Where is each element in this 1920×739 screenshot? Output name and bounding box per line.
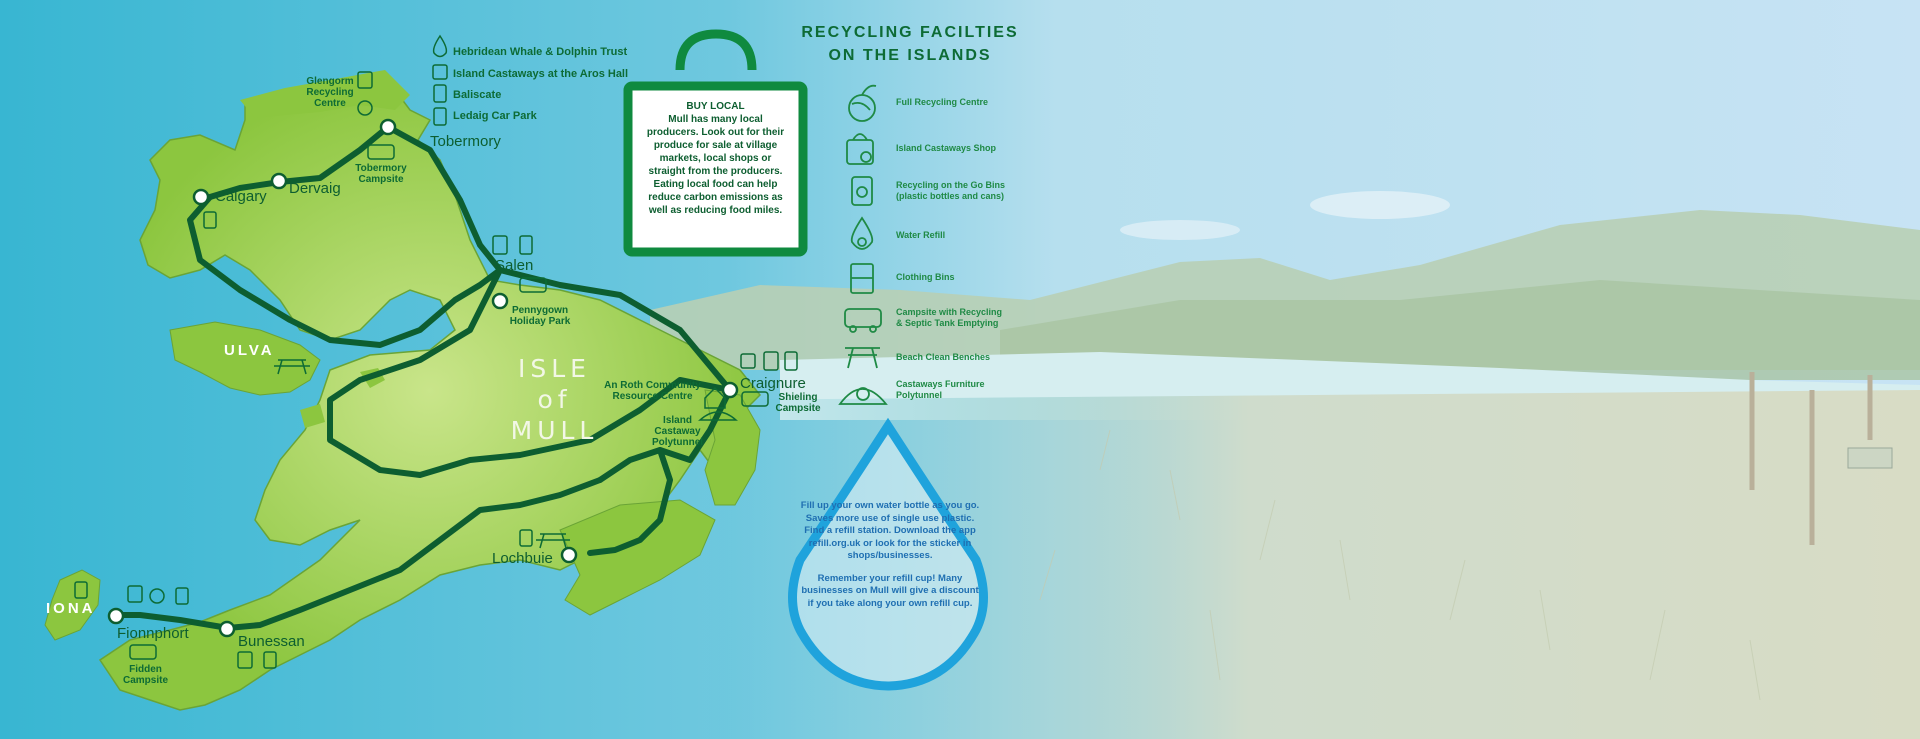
bunessan-label: Bunessan [238,633,305,650]
glengorm-label: Glengorm Recycling Centre [306,76,354,109]
recycling-title: RECYCLING FACILTIES ON THE ISLANDS [801,24,1019,64]
lochbuie-label: Lochbuie [492,550,553,567]
bunessan-marker [218,620,236,638]
craignure-marker [721,381,739,399]
lochbuie-marker [560,546,578,564]
legend-campsite: Campsite with Recycling & Septic Tank Em… [896,307,1003,328]
legend-water-refill: Water Refill [896,230,946,240]
isle-of-mull-label: ISLE of MULL [510,354,599,445]
pennygown-label: Pennygown Holiday Park [509,305,571,327]
site-markers [107,118,739,638]
legend-clothing-bins: Clothing Bins [896,272,955,282]
calgary-marker [192,188,210,206]
water-drop-icon [850,216,874,250]
road-network [112,124,733,631]
key-item-ledaig: Ledaig Car Park [453,110,537,122]
legend-castaways-shop: Island Castaways Shop [896,143,997,153]
salen-marker [491,292,509,310]
polytunnel-label: Island Castaway Polytunnel [651,415,704,448]
clothing-bin-icon [433,84,447,103]
key-item-whale-trust: Hebridean Whale & Dolphin Trust [453,46,628,58]
water-drop-icon [432,34,448,58]
clothing-bin-icon [850,263,874,294]
refill-paragraph-2: Remember your refill cup! Many businesse… [801,572,979,609]
shieling-campsite-label: Shieling Campsite [775,392,821,414]
ulva-label: ULVA [224,342,275,359]
dervaig-marker [270,172,288,190]
legend-polytunnel: Castaways Furniture Polytunnel [896,379,985,400]
globe-recycle-icon [848,84,877,122]
buy-local-text: BUY LOCAL Mull has many local producers.… [643,100,788,217]
dervaig-label: Dervaig [289,180,341,197]
tobermory-campsite-label: Tobermory Campsite [355,163,407,185]
bin-recycle-icon [433,107,447,126]
craignure-label: Craignure [740,375,806,392]
an-roth-label: An Roth Community Resource Centre [604,380,701,402]
iona-label: IONA [46,600,96,617]
salen-label: Salen [495,257,534,274]
fidden-campsite-label: Fidden Campsite [122,664,168,686]
fionnphort-marker [107,607,125,625]
fionnphort-label: Fionnphort [117,625,189,642]
tobermory-marker [379,118,397,136]
buy-local-body: Mull has many local producers. Look out … [646,114,785,216]
map-facility-icons [74,71,798,669]
legend-beach-benches: Beach Clean Benches [896,352,991,362]
refill-text: Fill up your own water bottle as you go.… [800,500,980,610]
tobermory-label: Tobermory [430,133,501,150]
polytunnel-icon [838,387,888,405]
bag-recycle-icon [432,64,448,80]
ulva-landmass [169,321,321,396]
legend-on-the-go-bins: Recycling on the Go Bins (plastic bottle… [896,180,1006,201]
bin-recycle-icon [851,176,873,206]
bench-icon [845,347,880,369]
key-item-baliscate: Baliscate [453,89,502,101]
legend-full-recycling: Full Recycling Centre [896,97,989,107]
calgary-label: Calgary [215,188,267,205]
buy-local-heading: BUY LOCAL [686,101,745,112]
bag-recycle-icon [846,133,874,165]
refill-paragraph-1: Fill up your own water bottle as you go.… [800,500,980,561]
campervan-icon [844,308,882,333]
key-item-aros-hall: Island Castaways at the Aros Hall [453,68,629,80]
